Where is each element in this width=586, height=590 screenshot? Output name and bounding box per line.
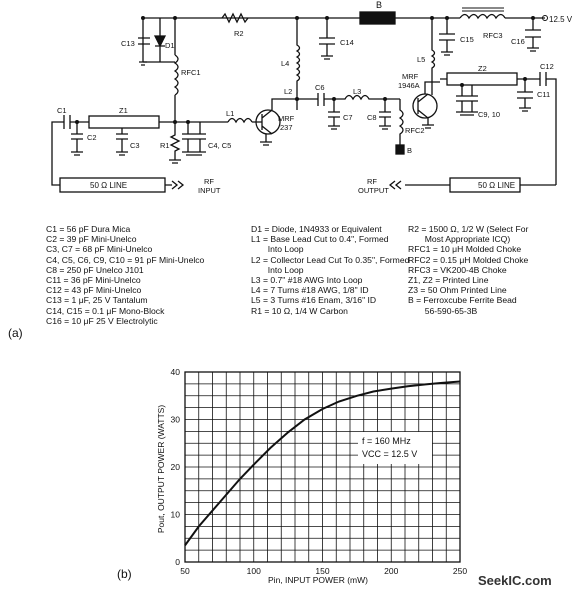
- label-rf-output-2: OUTPUT: [358, 186, 389, 195]
- y-tick-label: 0: [175, 557, 180, 567]
- parts-list-line: C2 = 39 pF Mini-Unelco: [46, 234, 137, 245]
- x-tick-labels: 50 100 150 200 250: [180, 566, 467, 576]
- watermark: SeekIC.com: [478, 573, 552, 588]
- label-c15: C15: [460, 35, 474, 44]
- parts-list-line: C3, C7 = 68 pF Mini-Unelco: [46, 244, 153, 255]
- label-d1: D1: [165, 41, 175, 50]
- label-b-top: B: [376, 0, 382, 10]
- annotation-frequency: f = 160 MHz: [362, 436, 411, 446]
- label-c1: C1: [57, 106, 67, 115]
- label-c16: C16: [511, 37, 525, 46]
- parts-list-line: Z1, Z2 = Printed Line: [408, 275, 489, 286]
- parts-list-line: C8 = 250 pF Unelco J101: [46, 264, 144, 275]
- y-tick-labels: 0 10 20 30 40: [171, 367, 181, 567]
- parts-list-line: B = Ferroxcube Ferrite Bead: [408, 295, 517, 306]
- label-rf-input-2: INPUT: [198, 186, 221, 195]
- x-tick-label: 200: [384, 566, 398, 576]
- parts-list-line: Z3 = 50 Ohm Printed Line: [408, 285, 507, 296]
- parts-list-line: L5 = 3 Turns #16 Enam, 3/16" ID: [251, 295, 377, 306]
- parts-list-line: L3 = 0.7" #18 AWG Into Loop: [251, 275, 363, 286]
- parts-list-line: C12 = 43 pF Mini-Unelco: [46, 285, 142, 296]
- label-c6: C6: [315, 83, 325, 92]
- parts-list-line: Into Loop: [251, 244, 304, 255]
- parts-list-line: C16 = 10 μF 25 V Electrolytic: [46, 315, 158, 326]
- parts-list-line: C11 = 36 pF Mini-Unelco: [46, 275, 141, 286]
- panel-label-b: (b): [117, 567, 132, 581]
- chart-grid: [184, 371, 461, 563]
- parts-column-resistors-chokes: R2 = 1500 Ω, 1/2 W (Select For Most Appr…: [408, 224, 528, 316]
- parts-list-line: R1 = 10 Ω, 1/4 W Carbon: [251, 305, 348, 316]
- output-power-chart: 50 100 150 200 250 0 10 20 30 40 f = 160 MHz VCC…: [156, 367, 467, 585]
- x-axis-label: Pin, INPUT POWER (mW): [268, 575, 368, 585]
- parts-list-line: D1 = Diode, 1N4933 or Equivalent: [251, 224, 382, 234]
- label-line-out: 50 Ω LINE: [478, 181, 515, 190]
- y-tick-label: 30: [171, 415, 181, 425]
- parts-list-line: L4 = 7 Turns #18 AWG, 1/8" ID: [251, 285, 369, 296]
- parts-list-line: Most Appropriate ICQ): [408, 234, 511, 245]
- annotation-bg: [358, 432, 432, 464]
- parts-list-line: L1 = Base Lead Cut to 0.4", Formed: [251, 234, 389, 245]
- label-rf-output-1: RF: [367, 177, 377, 186]
- label-c11: C11: [537, 90, 550, 99]
- x-tick-label: 100: [247, 566, 261, 576]
- label-l1: L1: [226, 109, 234, 118]
- label-l5: L5: [417, 55, 425, 64]
- label-mrf1946a-2: 1946A: [398, 81, 420, 90]
- label-mrf237-1: MRF: [278, 114, 295, 123]
- label-c3: C3: [130, 141, 140, 150]
- panel-label-a: (a): [8, 326, 23, 340]
- parts-list-line: L2 = Collector Lead Cut To 0.35", Formed: [251, 254, 410, 265]
- label-l3: L3: [353, 87, 361, 96]
- y-axis-label: Pout, OUTPUT POWER (WATTS): [156, 405, 166, 533]
- label-c2: C2: [87, 133, 97, 142]
- label-rf-input-1: RF: [204, 177, 214, 186]
- label-b-mid: B: [407, 146, 412, 155]
- parts-list-line: C13 = 1 μF, 25 V Tantalum: [46, 295, 148, 306]
- label-c8: C8: [367, 113, 377, 122]
- label-r1: R1: [160, 141, 170, 150]
- label-rfc3: RFC3: [483, 31, 503, 40]
- parts-list-line: C14, C15 = 0.1 μF Mono-Block: [46, 305, 165, 316]
- label-c9-10: C9, 10: [478, 110, 500, 119]
- label-vcc: 12.5 V: [549, 15, 573, 24]
- label-mrf1946a-1: MRF: [402, 72, 419, 81]
- label-l4: L4: [281, 59, 289, 68]
- parts-list-line: Into Loop: [251, 264, 304, 275]
- parts-list-line: R2 = 1500 Ω, 1/2 W (Select For: [408, 224, 529, 234]
- series-line: [184, 380, 461, 546]
- parts-list-line: C1 = 56 pF Dura Mica: [46, 224, 131, 234]
- label-c13: C13: [121, 39, 135, 48]
- label-c12: C12: [540, 62, 554, 71]
- y-tick-label: 10: [171, 510, 181, 520]
- parts-list-line: RFC1 = 10 μH Molded Choke: [408, 244, 522, 255]
- label-l2: L2: [284, 87, 292, 96]
- x-tick-label: 150: [315, 566, 329, 576]
- parts-list-line: C4, C5, C6, C9, C10 = 91 pF Mini-Unelco: [46, 254, 205, 265]
- parts-list-line: 56-590-65-3B: [408, 305, 478, 316]
- x-tick-label: 50: [180, 566, 190, 576]
- y-tick-label: 20: [171, 462, 181, 472]
- label-z2: Z2: [478, 64, 487, 73]
- label-line-in: 50 Ω LINE: [90, 181, 127, 190]
- label-c7: C7: [343, 113, 353, 122]
- label-z1: Z1: [119, 106, 128, 115]
- annotation-vcc: VCC = 12.5 V: [362, 449, 417, 459]
- label-rfc1: RFC1: [181, 68, 201, 77]
- parts-list-line: RFC2 = 0.15 μH Molded Choke: [408, 254, 529, 265]
- parts-list-line: RFC3 = VK200-4B Choke: [408, 264, 507, 275]
- label-rfc2: RFC2: [405, 126, 425, 135]
- label-r2: R2: [234, 29, 244, 38]
- label-mrf237-2: 237: [280, 123, 293, 132]
- y-tick-label: 40: [171, 367, 181, 377]
- label-c4-c5: C4, C5: [208, 141, 231, 150]
- label-c14: C14: [340, 38, 354, 47]
- x-tick-label: 250: [453, 566, 467, 576]
